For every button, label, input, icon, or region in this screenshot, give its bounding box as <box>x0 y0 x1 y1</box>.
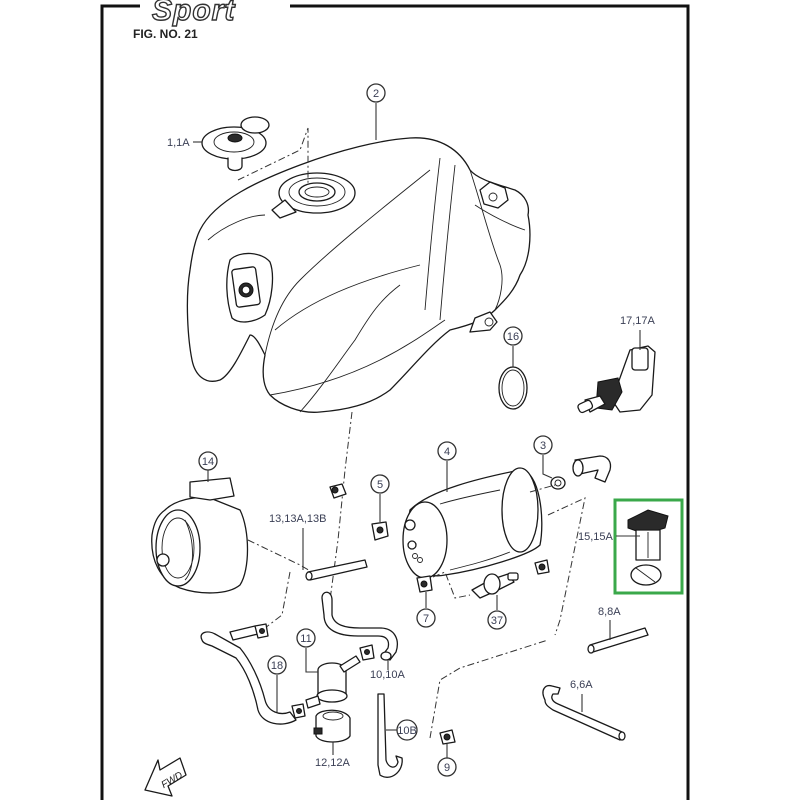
hose-10[interactable] <box>321 591 398 661</box>
assembly-line-left <box>264 571 291 629</box>
label-6-6a: 6,6A <box>570 679 593 712</box>
label-1-1a: 1,1A <box>167 137 202 149</box>
page-frame <box>100 4 690 800</box>
callout-7: 7 <box>416 592 436 628</box>
label-15-15a: 15,15A <box>578 531 640 543</box>
svg-text:8,8A: 8,8A <box>598 606 621 618</box>
clip-7[interactable] <box>416 575 433 593</box>
o-ring[interactable] <box>498 366 528 410</box>
sensor[interactable] <box>577 345 656 414</box>
svg-text:1,1A: 1,1A <box>167 137 190 149</box>
callout-37: 37 <box>487 595 507 630</box>
callout-18: 18 <box>267 655 287 712</box>
svg-text:11: 11 <box>300 633 311 645</box>
callout-3: 3 <box>533 435 553 479</box>
filter-holder[interactable] <box>313 709 351 743</box>
clip-37[interactable] <box>534 559 550 575</box>
callout-4: 4 <box>437 441 457 492</box>
svg-text:4: 4 <box>444 446 450 458</box>
callout-16: 16 <box>503 326 523 367</box>
svg-text:9: 9 <box>444 762 450 774</box>
svg-text:10,10A: 10,10A <box>370 669 406 681</box>
hose-13[interactable] <box>305 559 368 581</box>
hose-18[interactable] <box>200 625 297 725</box>
svg-text:37: 37 <box>491 615 503 627</box>
svg-text:2: 2 <box>373 88 379 100</box>
svg-text:14: 14 <box>202 456 214 468</box>
svg-text:18: 18 <box>271 660 283 672</box>
callout-10b: 10B <box>386 719 418 741</box>
valve[interactable] <box>471 572 519 599</box>
label-13: 13,13A,13B <box>269 513 327 570</box>
highlight-box <box>613 498 684 595</box>
svg-text:7: 7 <box>423 613 429 625</box>
svg-text:6,6A: 6,6A <box>570 679 593 691</box>
callout-11: 11 <box>296 628 318 673</box>
svg-text:17,17A: 17,17A <box>620 315 656 327</box>
hose-6[interactable] <box>542 684 626 741</box>
figure-title: FIG. NO. 21 <box>133 27 198 41</box>
hose-10b[interactable] <box>377 693 403 778</box>
fuel-cap[interactable] <box>201 116 270 172</box>
callout-2: 2 <box>366 83 386 140</box>
assembly-line-cap <box>237 127 309 185</box>
svg-text:5: 5 <box>377 479 383 491</box>
label-10-10a: 10,10A <box>370 660 406 681</box>
svg-text:3: 3 <box>540 440 546 452</box>
canister[interactable] <box>402 467 543 579</box>
label-12-12a: 12,12A <box>315 742 351 769</box>
label-8-8a: 8,8A <box>598 606 621 640</box>
callout-9: 9 <box>437 744 457 777</box>
clip-9[interactable] <box>439 729 456 745</box>
clip-18a[interactable] <box>254 623 269 639</box>
svg-text:13,13A,13B: 13,13A,13B <box>269 513 327 525</box>
fuel-pump[interactable] <box>613 498 684 595</box>
svg-text:15,15A: 15,15A <box>578 531 614 543</box>
assembly-line-cover <box>247 539 313 573</box>
forward-direction-arrow: FWD <box>144 757 187 797</box>
assembly-line-elbow <box>529 484 556 493</box>
fuel-tank[interactable] <box>186 137 531 413</box>
label-17-17a: 17,17A <box>620 315 656 350</box>
fuel-filter[interactable] <box>305 655 361 709</box>
clip-13[interactable] <box>329 483 347 499</box>
sport-logo: Sport <box>152 0 236 27</box>
assembly-line-center <box>329 411 353 601</box>
clip-10[interactable] <box>359 644 375 661</box>
assembly-line-right <box>429 639 549 739</box>
svg-text:10B: 10B <box>397 725 417 737</box>
svg-text:16: 16 <box>507 331 519 343</box>
assembly-line-pump <box>547 497 586 636</box>
hose-8[interactable] <box>587 627 649 654</box>
pump-cover[interactable] <box>151 477 249 594</box>
clip-18b[interactable] <box>291 703 306 719</box>
callout-5: 5 <box>370 474 390 522</box>
svg-text:12,12A: 12,12A <box>315 757 351 769</box>
callout-14: 14 <box>198 451 218 482</box>
assembly-line-valve <box>432 571 471 599</box>
clamp-elbow[interactable] <box>550 455 612 490</box>
clip-5[interactable] <box>371 521 389 541</box>
